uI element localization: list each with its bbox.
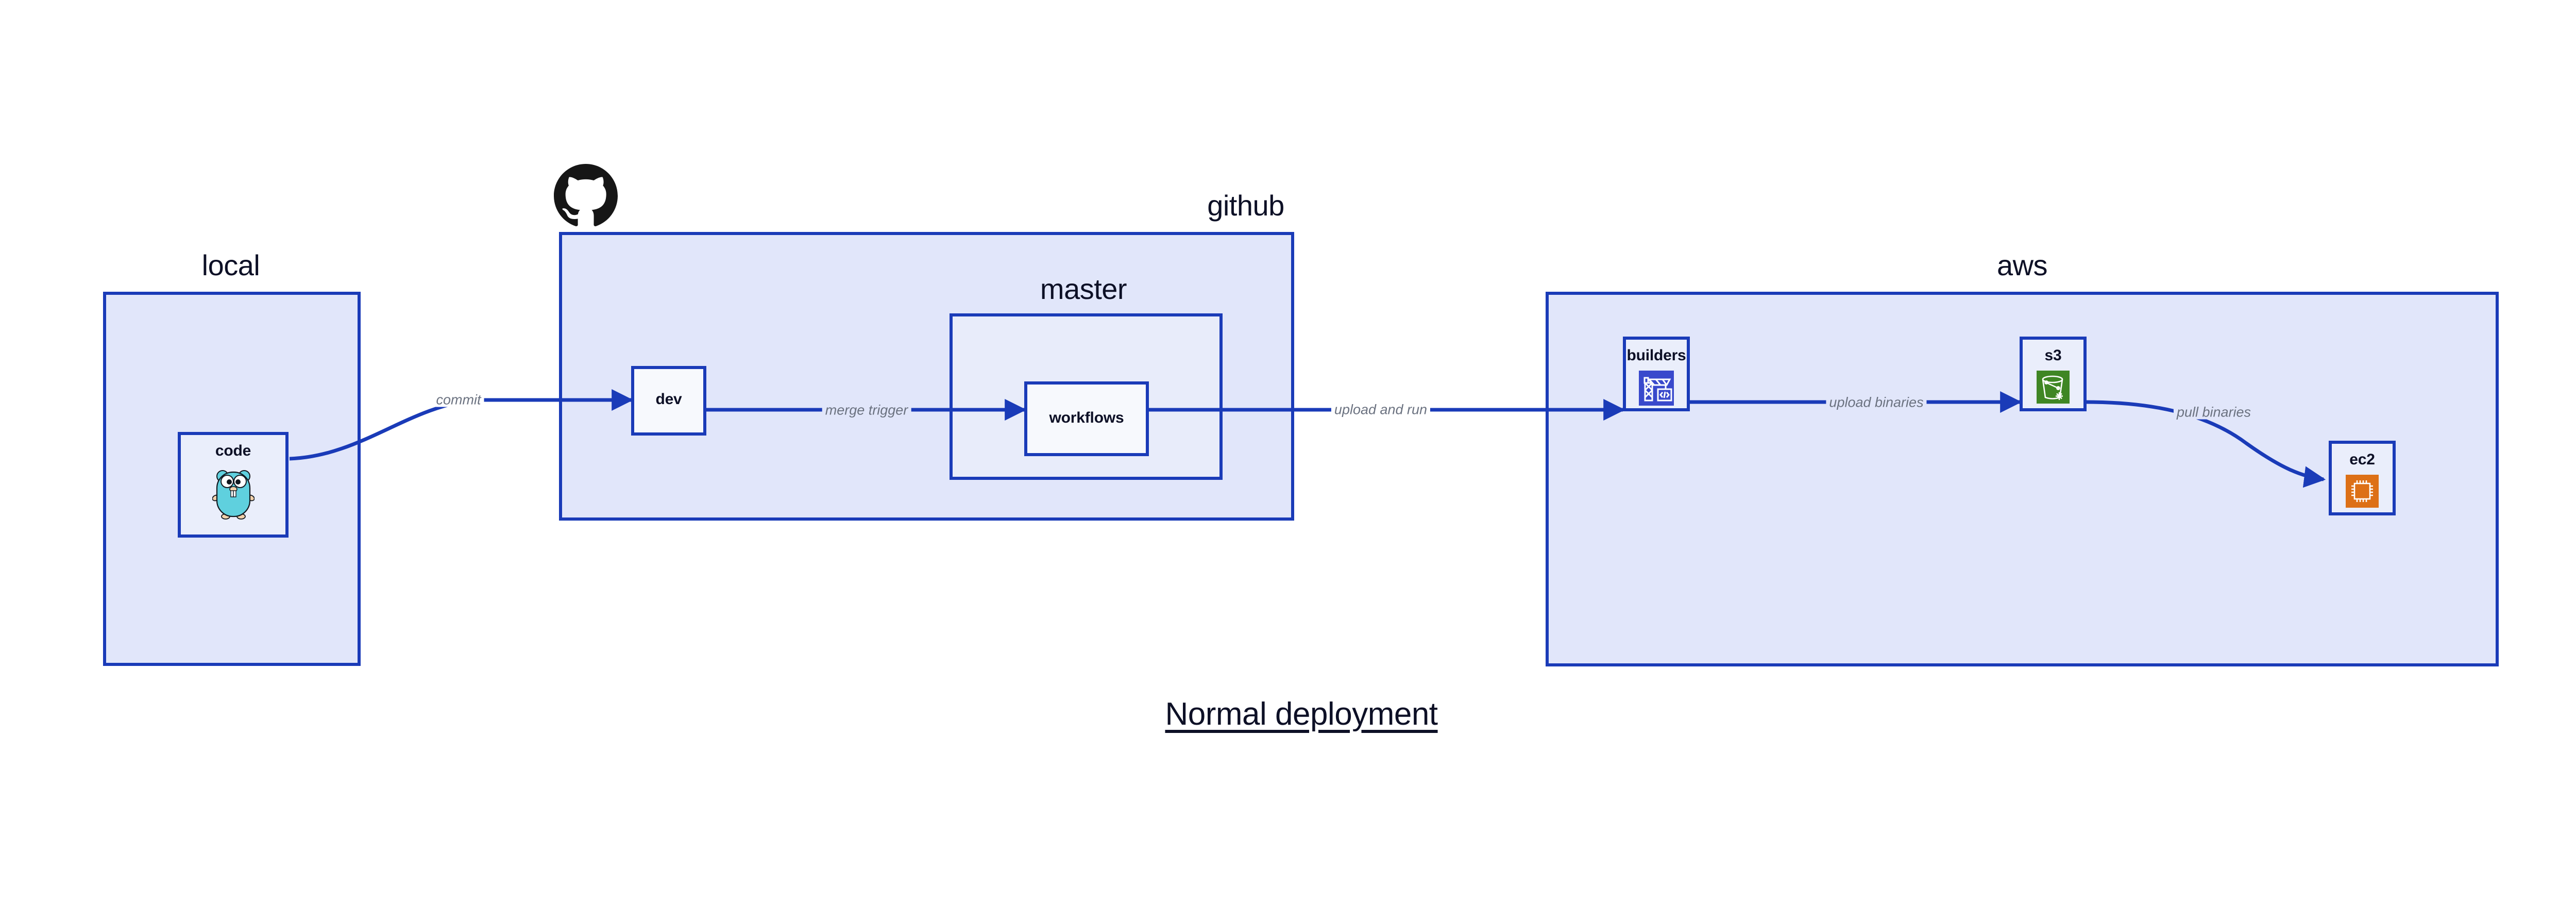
- node-dev[interactable]: dev: [631, 366, 706, 436]
- github-octocat-logo: [554, 164, 618, 230]
- node-code-label: code: [215, 442, 251, 459]
- node-workflows[interactable]: workflows: [1024, 381, 1149, 456]
- edge-label-merge-trigger: merge trigger: [822, 403, 911, 417]
- aws-builder-icon: [1639, 371, 1674, 408]
- node-code[interactable]: code: [178, 432, 289, 538]
- aws-s3-icon: [2037, 371, 2070, 406]
- node-dev-label: dev: [655, 391, 682, 408]
- diagram-title: Normal deployment: [1165, 696, 1438, 732]
- node-ec2-label: ec2: [2349, 451, 2375, 468]
- edge-label-pull-binaries: pull binaries: [2173, 405, 2255, 420]
- node-s3-label: s3: [2044, 347, 2062, 364]
- node-workflows-label: workflows: [1049, 409, 1124, 426]
- node-builders[interactable]: builders: [1623, 337, 1690, 411]
- group-title-aws: aws: [1996, 249, 2048, 281]
- group-title-github: github: [1207, 189, 1284, 222]
- node-s3[interactable]: s3: [2020, 337, 2087, 411]
- edge-label-upload-and-run: upload and run: [1331, 403, 1431, 417]
- edge-label-upload-binaries: upload binaries: [1826, 395, 1927, 410]
- node-builders-label: builders: [1626, 347, 1686, 364]
- group-title-local: local: [201, 249, 260, 281]
- go-gopher-icon: [211, 466, 255, 522]
- node-ec2[interactable]: ec2: [2329, 441, 2396, 515]
- edge-label-commit: commit: [433, 393, 484, 407]
- group-title-master: master: [1040, 273, 1127, 305]
- aws-ec2-icon: [2346, 475, 2379, 510]
